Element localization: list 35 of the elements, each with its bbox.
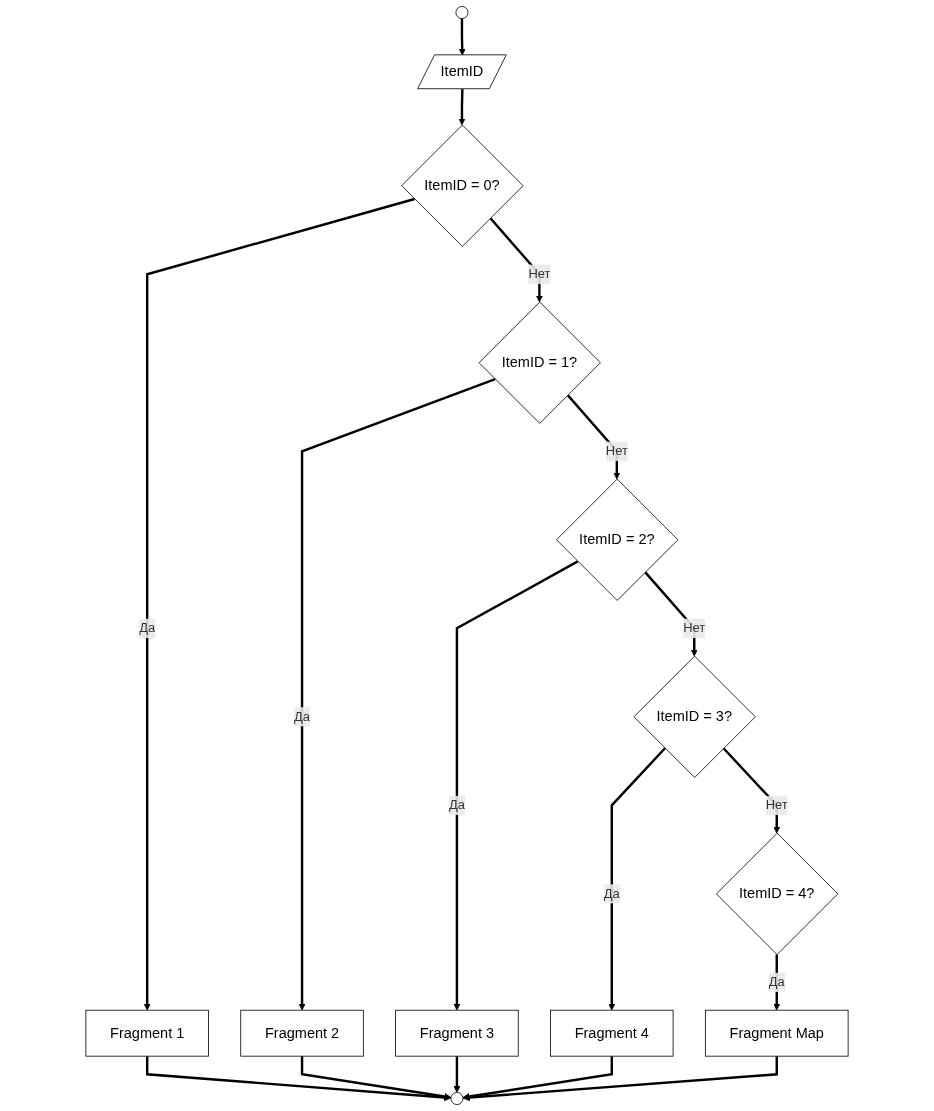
edge-label: Нет (683, 621, 706, 635)
edge-label: Да (768, 975, 785, 989)
edge-label: Нет (605, 444, 628, 458)
node-diamond: ItemID = 0? (401, 124, 524, 247)
arrow (453, 560, 579, 1011)
edge-label: Нет (765, 798, 788, 812)
arrow (146, 1056, 452, 1102)
arrow (462, 1056, 778, 1102)
arrow (608, 747, 666, 1011)
edge-label: Да (139, 621, 156, 635)
node-diamond: ItemID = 4? (716, 832, 839, 955)
node-box: Fragment 1 (85, 1009, 209, 1057)
node-diamond: ItemID = 3? (633, 655, 756, 778)
node-circle (455, 6, 469, 19)
node-box: Fragment 4 (550, 1009, 674, 1057)
node-diamond: ItemID = 1? (478, 301, 601, 424)
edge-label: Нет (528, 266, 551, 281)
node-box: Fragment 2 (240, 1009, 364, 1057)
edge-label: Да (294, 709, 311, 724)
arrow (489, 217, 543, 303)
node-circle (450, 1092, 464, 1105)
arrow (300, 1056, 452, 1101)
arrow (143, 197, 415, 1011)
arrow (458, 89, 466, 126)
arrow (566, 394, 621, 480)
arrow (722, 747, 781, 834)
node-diamond: ItemID = 2? (556, 478, 679, 601)
edge-label: Да (448, 798, 465, 812)
arrow (298, 378, 496, 1011)
edge-label: Да (603, 886, 620, 901)
arrow (644, 571, 698, 657)
arrow (458, 18, 466, 56)
arrow (453, 1056, 461, 1093)
node-box: Fragment 3 (395, 1009, 519, 1057)
node-box: Fragment Map (704, 1009, 849, 1057)
